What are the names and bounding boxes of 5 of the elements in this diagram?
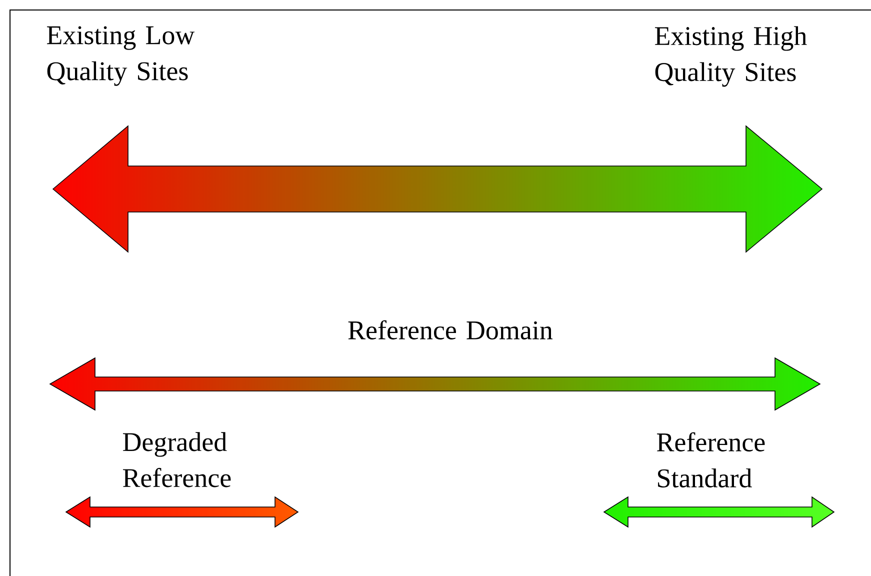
label: Reference Domain <box>348 320 552 340</box>
label: Reference Standard <box>656 432 765 488</box>
label: Existing High Quality Sites <box>654 26 807 87</box>
label: Degraded Reference <box>123 432 231 488</box>
label: Existing Low Quality Sites <box>47 26 195 86</box>
